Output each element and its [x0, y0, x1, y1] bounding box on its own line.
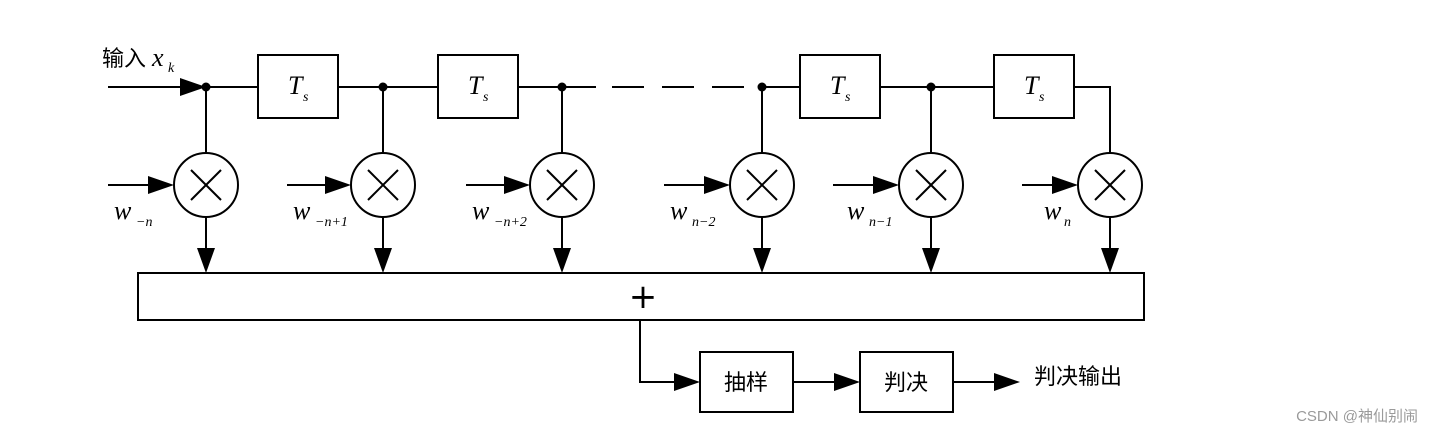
- weight-label-6: w n: [1044, 196, 1071, 230]
- multiplier-1: [173, 152, 239, 218]
- summer-symbol: +: [629, 277, 658, 317]
- summer-to-sampler-line: [639, 320, 676, 383]
- decision-box: [859, 351, 954, 413]
- delay-line-end: [1074, 86, 1111, 153]
- svg-text:n−1: n−1: [869, 215, 892, 230]
- multiplier-6: [1077, 152, 1143, 218]
- svg-text:−n: −n: [136, 215, 152, 230]
- svg-text:T: T: [1024, 71, 1040, 100]
- multiplier-5: [898, 152, 964, 218]
- svg-text:−n+2: −n+2: [494, 215, 527, 230]
- input-variable: x: [151, 43, 164, 72]
- output-label: 判决输出: [1034, 365, 1122, 390]
- watermark: CSDN @神仙别闹: [1296, 408, 1418, 425]
- mult-output-arrow-1: [197, 217, 215, 273]
- weight-label-4: w n−2: [670, 196, 715, 230]
- mult-output-arrow-6: [1101, 217, 1119, 273]
- summer-box: [137, 272, 1145, 321]
- svg-text:s: s: [303, 90, 309, 105]
- delay-box-3: T s: [799, 54, 881, 119]
- svg-text:s: s: [845, 90, 851, 105]
- multiplier-4: [729, 152, 795, 218]
- input-arrowhead: [180, 78, 206, 96]
- svg-text:−n+1: −n+1: [315, 215, 348, 230]
- svg-text:s: s: [483, 90, 489, 105]
- delay-box-4: T s: [993, 54, 1075, 119]
- svg-text:w: w: [293, 196, 311, 225]
- weight-label-1: w −n: [114, 196, 152, 230]
- multiplier-2: [350, 152, 416, 218]
- weight-arrow-6: [1022, 176, 1078, 194]
- mult-output-arrow-2: [374, 217, 392, 273]
- weight-arrow-2: [287, 176, 351, 194]
- mult-output-arrow-4: [753, 217, 771, 273]
- sampler-input-arrowhead: [674, 373, 700, 391]
- svg-text:s: s: [1039, 90, 1045, 105]
- decision-label: 判决: [884, 371, 928, 396]
- svg-text:w: w: [847, 196, 865, 225]
- svg-text:w: w: [1044, 196, 1062, 225]
- delay-box-2: T s: [437, 54, 519, 119]
- weight-label-5: w n−1: [847, 196, 892, 230]
- output-arrowhead: [994, 373, 1020, 391]
- input-label: 输入: [102, 47, 146, 72]
- sampler-box: [699, 351, 794, 413]
- weight-arrow-5: [833, 176, 899, 194]
- input-variable-subscript: k: [168, 61, 175, 76]
- svg-text:T: T: [468, 71, 484, 100]
- mult-output-arrow-5: [922, 217, 940, 273]
- sampler-label: 抽样: [724, 371, 768, 396]
- svg-text:n−2: n−2: [692, 215, 715, 230]
- weight-arrow-3: [466, 176, 530, 194]
- svg-text:w: w: [472, 196, 490, 225]
- weight-arrow-4: [664, 176, 730, 194]
- delay-box-1: T s: [257, 54, 339, 119]
- decision-input-arrowhead: [834, 373, 860, 391]
- svg-text:w: w: [670, 196, 688, 225]
- svg-text:T: T: [830, 71, 846, 100]
- svg-text:T: T: [288, 71, 304, 100]
- multiplier-3: [529, 152, 595, 218]
- weight-label-2: w −n+1: [293, 196, 348, 230]
- svg-text:w: w: [114, 196, 132, 225]
- weight-label-3: w −n+2: [472, 196, 527, 230]
- mult-output-arrow-3: [553, 217, 571, 273]
- svg-text:n: n: [1064, 215, 1071, 230]
- weight-arrow-1: [108, 176, 174, 194]
